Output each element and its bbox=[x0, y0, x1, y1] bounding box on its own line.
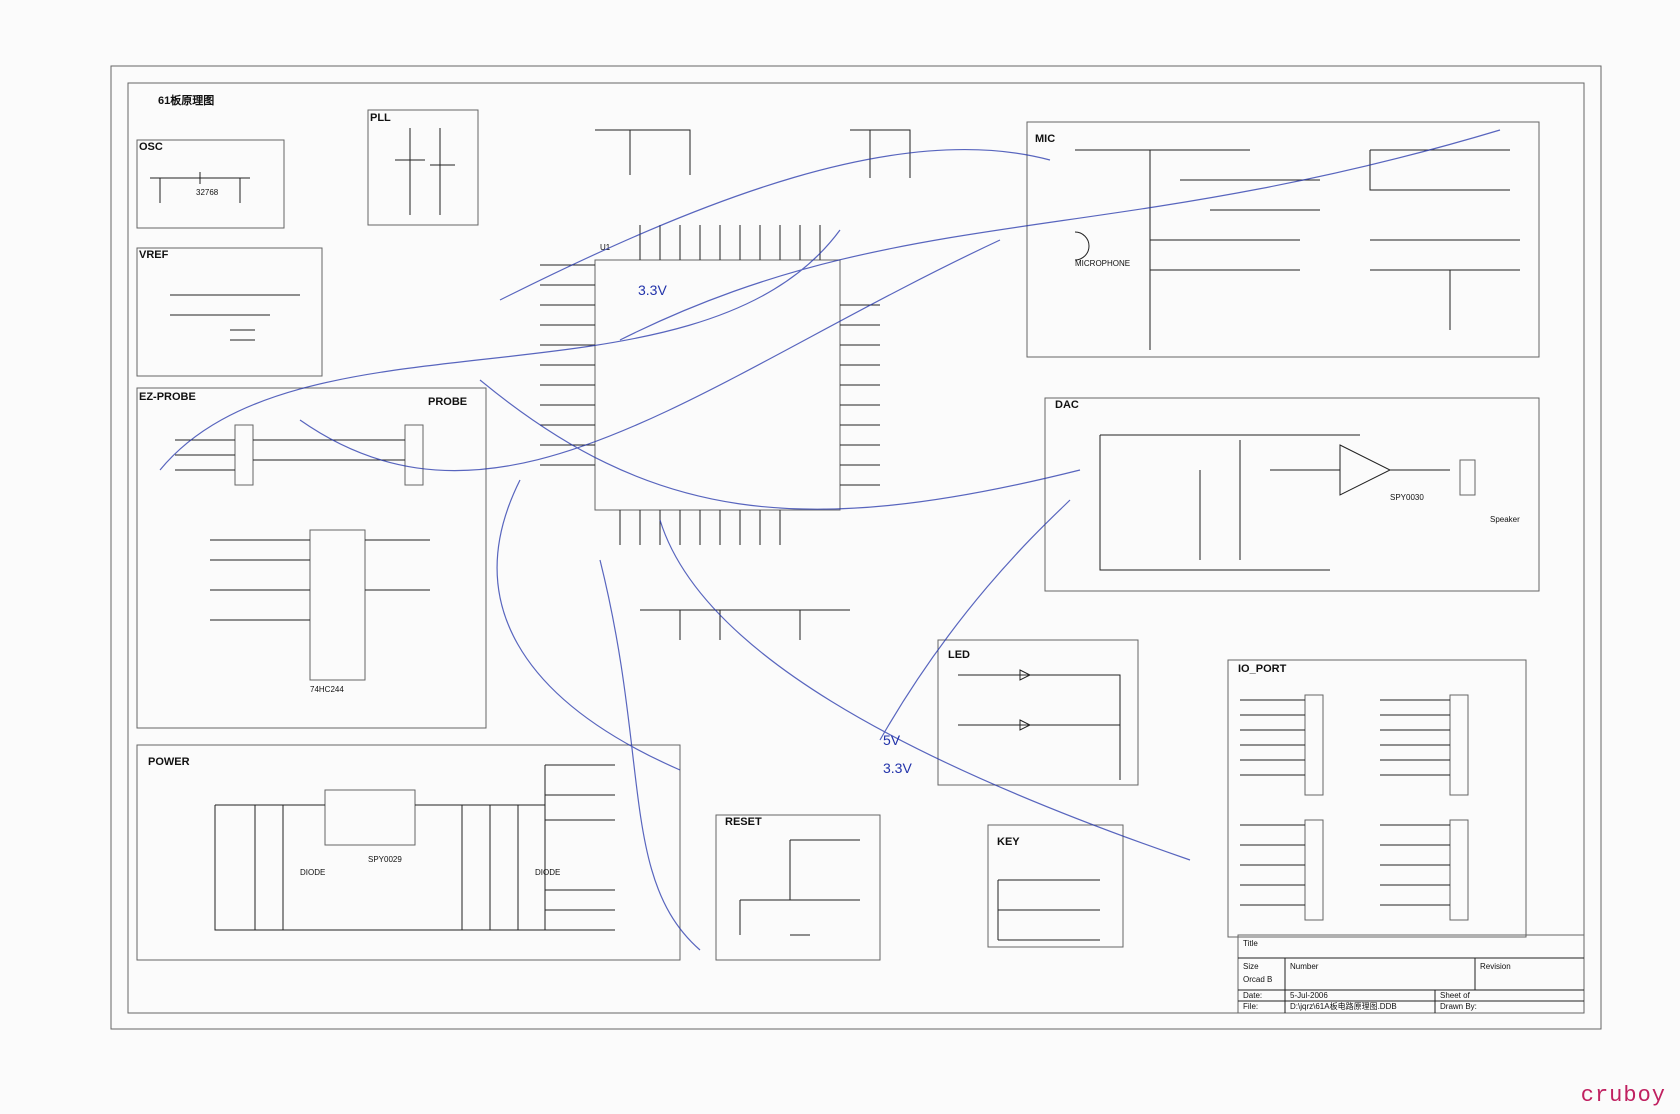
note-3v3-j5: 3.3V bbox=[883, 760, 912, 776]
connector-j8 bbox=[1304, 819, 1324, 921]
connector-j9 bbox=[1449, 819, 1469, 921]
osc-label: OSC bbox=[139, 141, 163, 153]
drawn-by-label: Drawn By: bbox=[1440, 1002, 1477, 1011]
outer-border bbox=[110, 65, 1602, 1030]
mic-label: MIC bbox=[1035, 133, 1055, 145]
connector-j7 bbox=[1449, 694, 1469, 796]
mic-block bbox=[1026, 121, 1540, 358]
title-field-label: Title bbox=[1243, 939, 1258, 948]
connector-j11 bbox=[234, 424, 254, 486]
osc-block bbox=[136, 139, 285, 229]
u2-label: SPY0030 bbox=[1390, 493, 1424, 502]
ezprobe-label: EZ-PROBE bbox=[139, 391, 196, 403]
ic-u4 bbox=[309, 529, 366, 681]
ic-u3 bbox=[324, 789, 416, 846]
led-label: LED bbox=[948, 649, 970, 661]
u3-label: SPY0029 bbox=[368, 855, 402, 864]
hand-annotations: 3.3V 5V 3.3V bbox=[159, 129, 1501, 951]
reset-label: RESET bbox=[725, 816, 762, 828]
connector-j6 bbox=[1304, 694, 1324, 796]
probe-label: PROBE bbox=[428, 396, 467, 408]
size-value: Orcad B bbox=[1243, 975, 1272, 984]
number-label: Number bbox=[1290, 962, 1319, 971]
date-label: Date: bbox=[1243, 991, 1262, 1000]
mic-part-label: MICROPHONE bbox=[1075, 259, 1130, 268]
size-label: Size bbox=[1243, 962, 1259, 971]
connector-j4 bbox=[404, 424, 424, 486]
led-block bbox=[937, 639, 1139, 786]
reset-block bbox=[715, 814, 881, 961]
power-label: POWER bbox=[148, 756, 190, 768]
ezprobe-block bbox=[136, 387, 487, 729]
inner-border bbox=[127, 82, 1585, 1014]
dac-block bbox=[1044, 397, 1540, 592]
speaker-connector-j3 bbox=[1459, 459, 1476, 496]
pll-block bbox=[367, 109, 479, 226]
vref-label: VREF bbox=[139, 249, 169, 261]
note-5v: 5V bbox=[883, 732, 901, 748]
crystal-label: 32768 bbox=[196, 188, 219, 197]
u1-label: U1 bbox=[600, 243, 611, 252]
revision-label: Revision bbox=[1480, 962, 1511, 971]
file-label: File: bbox=[1243, 1002, 1258, 1011]
watermark: cruboy bbox=[1580, 1083, 1666, 1108]
key-label: KEY bbox=[997, 836, 1020, 848]
ioport-label: IO_PORT bbox=[1238, 663, 1287, 675]
date-value: 5-Jul-2006 bbox=[1290, 991, 1328, 1000]
ioport-block bbox=[1227, 659, 1527, 938]
power-block bbox=[136, 744, 681, 961]
pll-label: PLL bbox=[370, 112, 391, 124]
sheet-label: Sheet of bbox=[1440, 991, 1471, 1000]
note-3v3-u1: 3.3V bbox=[638, 282, 667, 298]
file-value: D:\jqrz\61A板电路原理图.DDB bbox=[1290, 1001, 1397, 1011]
u4-label: 74HC244 bbox=[310, 685, 344, 694]
title-block bbox=[1237, 934, 1585, 1014]
dac-label: DAC bbox=[1055, 399, 1079, 411]
key-block bbox=[987, 824, 1124, 948]
vref-block bbox=[136, 247, 323, 377]
microphone-symbol bbox=[1074, 231, 1090, 261]
sheet-title: 61板原理图 bbox=[158, 93, 214, 107]
speaker-label: Speaker bbox=[1490, 515, 1520, 524]
d4-diode-label: DIODE bbox=[535, 868, 560, 877]
d3-diode-label: DIODE bbox=[300, 868, 325, 877]
